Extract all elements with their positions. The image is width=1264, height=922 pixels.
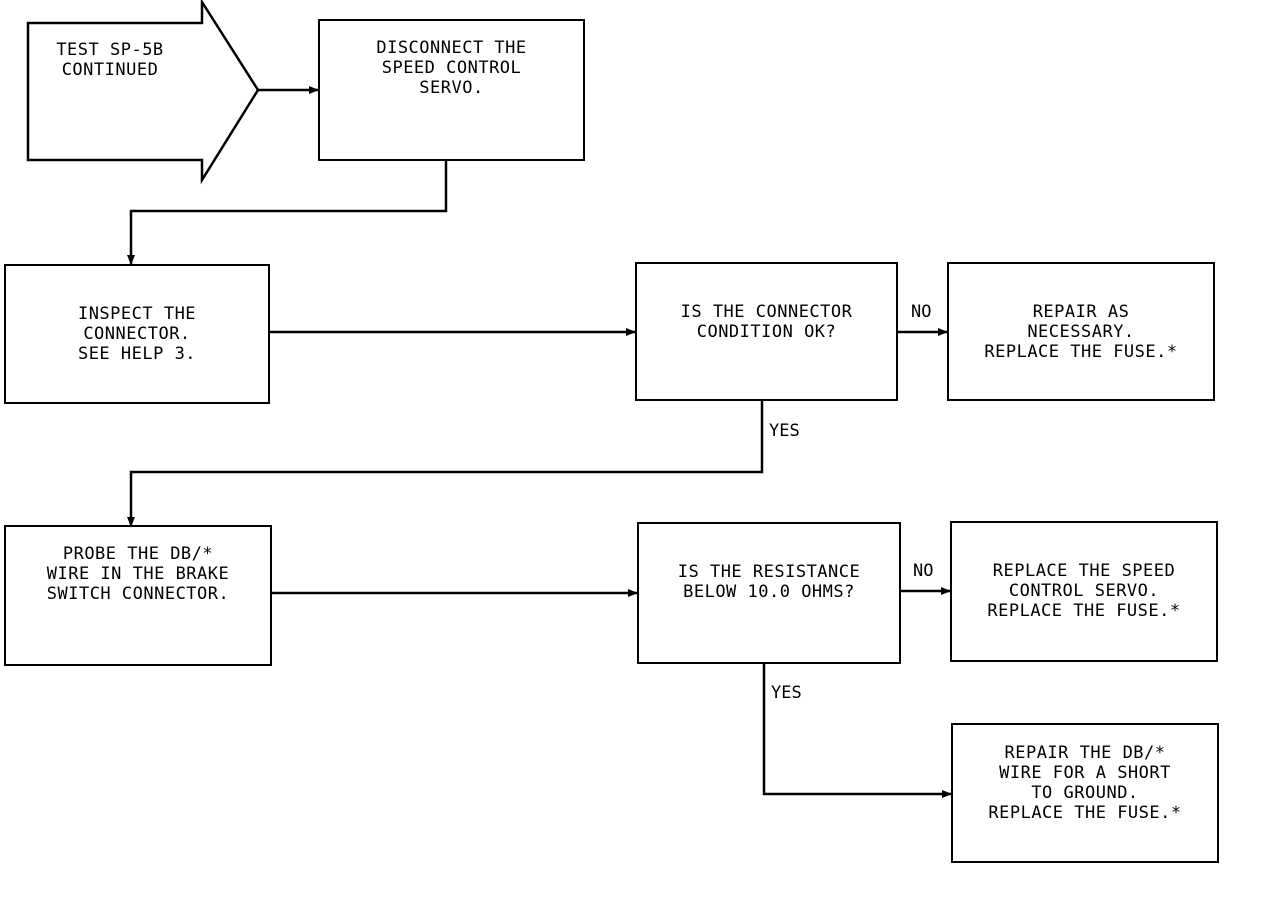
connector-question1-yes xyxy=(127,400,764,527)
branch-label-no-2: NO xyxy=(913,561,934,581)
action-repair-short: REPAIR THE DB/* WIRE FOR A SHORT TO GROU… xyxy=(951,723,1219,863)
start-arrow-shape xyxy=(26,0,260,185)
action-repair-connector: REPAIR AS NECESSARY. REPLACE THE FUSE.* xyxy=(947,262,1215,401)
action-repair-connector-text: REPAIR AS NECESSARY. REPLACE THE FUSE.* xyxy=(984,302,1178,362)
action-replace-servo-text: REPLACE THE SPEED CONTROL SERVO. REPLACE… xyxy=(987,561,1181,621)
step-disconnect-servo-text: DISCONNECT THE SPEED CONTROL SERVO. xyxy=(376,38,527,98)
branch-label-no-1: NO xyxy=(911,302,932,322)
decision-resistance: IS THE RESISTANCE BELOW 10.0 OHMS? xyxy=(637,522,901,664)
decision-connector-ok: IS THE CONNECTOR CONDITION OK? xyxy=(635,262,898,401)
action-repair-short-text: REPAIR THE DB/* WIRE FOR A SHORT TO GROU… xyxy=(988,743,1182,823)
step-probe-wire: PROBE THE DB/* WIRE IN THE BRAKE SWITCH … xyxy=(4,525,272,666)
decision-resistance-text: IS THE RESISTANCE BELOW 10.0 OHMS? xyxy=(677,562,861,602)
branch-label-yes-2: YES xyxy=(771,683,802,703)
step-probe-wire-text: PROBE THE DB/* WIRE IN THE BRAKE SWITCH … xyxy=(46,544,230,604)
connector-question2-yes xyxy=(762,663,952,798)
step-inspect-connector: INSPECT THE CONNECTOR. SEE HELP 3. xyxy=(4,264,270,404)
step-disconnect-servo: DISCONNECT THE SPEED CONTROL SERVO. xyxy=(318,19,585,161)
connector-disconnect-to-inspect xyxy=(127,160,448,265)
decision-connector-ok-text: IS THE CONNECTOR CONDITION OK? xyxy=(680,302,853,342)
action-replace-servo: REPLACE THE SPEED CONTROL SERVO. REPLACE… xyxy=(950,521,1218,662)
start-arrow-label: TEST SP-5B CONTINUED xyxy=(56,40,164,80)
step-inspect-connector-text: INSPECT THE CONNECTOR. SEE HELP 3. xyxy=(77,304,197,364)
branch-label-yes-1: YES xyxy=(769,421,800,441)
